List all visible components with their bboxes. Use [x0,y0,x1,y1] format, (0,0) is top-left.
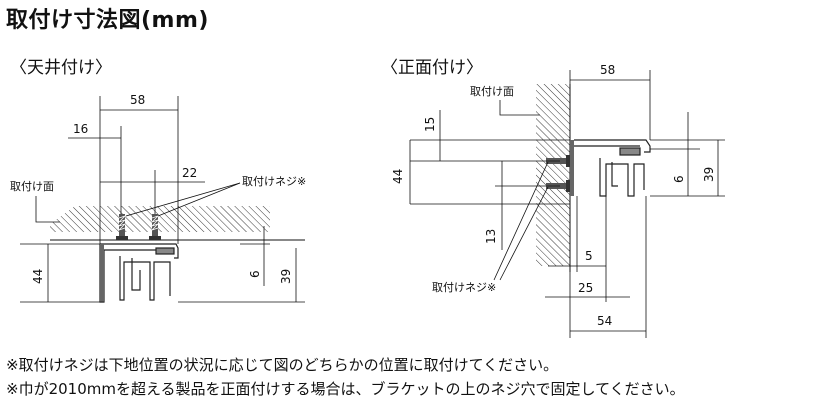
front-screw-label: 取付けネジ※ [432,281,496,294]
front-dim-54: 54 [597,314,612,328]
ceiling-dim-22: 22 [182,166,197,180]
ceiling-mount-label: 〈天井付け〉 [10,58,112,78]
front-mount-diagram: 58 15 44 13 6 39 5 25 54 取付け面 取付けネジ※ [391,63,725,338]
note-width-over-2010: ※巾が2010mmを超える製品を正面付けする場合は、ブラケットの上のネジ穴で固定… [6,380,685,398]
ceiling-surface-hatch [50,206,270,232]
front-dim-6: 6 [672,175,686,183]
front-dim-39: 39 [702,167,716,182]
ceiling-surface-leader [35,196,60,223]
page-title: 取付け寸法図(mm) [6,8,209,33]
front-dim-25: 25 [578,281,593,295]
front-dim-5: 5 [585,249,593,263]
front-dim-58: 58 [600,63,615,77]
front-extension-lines [410,70,725,338]
ceiling-screw-label: 取付けネジ※ [242,175,306,188]
note-screw-position: ※取付けネジは下地位置の状況に応じて図のどちらかの位置に取付けてください。 [6,356,559,374]
ceiling-mount-diagram: 58 16 22 44 6 39 取付け面 取付けネジ※ [10,93,306,303]
ceiling-dim-6: 6 [248,270,262,278]
front-surface-label: 取付け面 [470,85,514,98]
ceiling-dim-58: 58 [130,93,145,107]
front-dim-13: 13 [484,229,498,244]
front-mount-label: 〈正面付け〉 [381,58,483,78]
ceiling-surface-label: 取付け面 [10,180,54,193]
ceiling-rail-profile [99,243,179,303]
ceiling-dim-44: 44 [31,269,45,284]
front-surface-leader [499,100,540,116]
front-screw-leader-2 [499,186,549,281]
front-wall-hatch [536,84,570,266]
front-dim-15: 15 [423,117,437,132]
front-dim-44: 44 [391,169,405,184]
ceiling-screw-1 [116,214,128,240]
ceiling-extension-lines [20,96,305,303]
ceiling-screw-leader-2 [157,182,241,217]
ceiling-screw-leader-1 [125,182,241,217]
ceiling-dim-39: 39 [279,269,293,284]
front-rail-profile [570,139,651,197]
front-screw-leader-1 [493,161,549,281]
ceiling-dim-16: 16 [73,122,88,136]
ceiling-screw-2 [149,214,161,240]
